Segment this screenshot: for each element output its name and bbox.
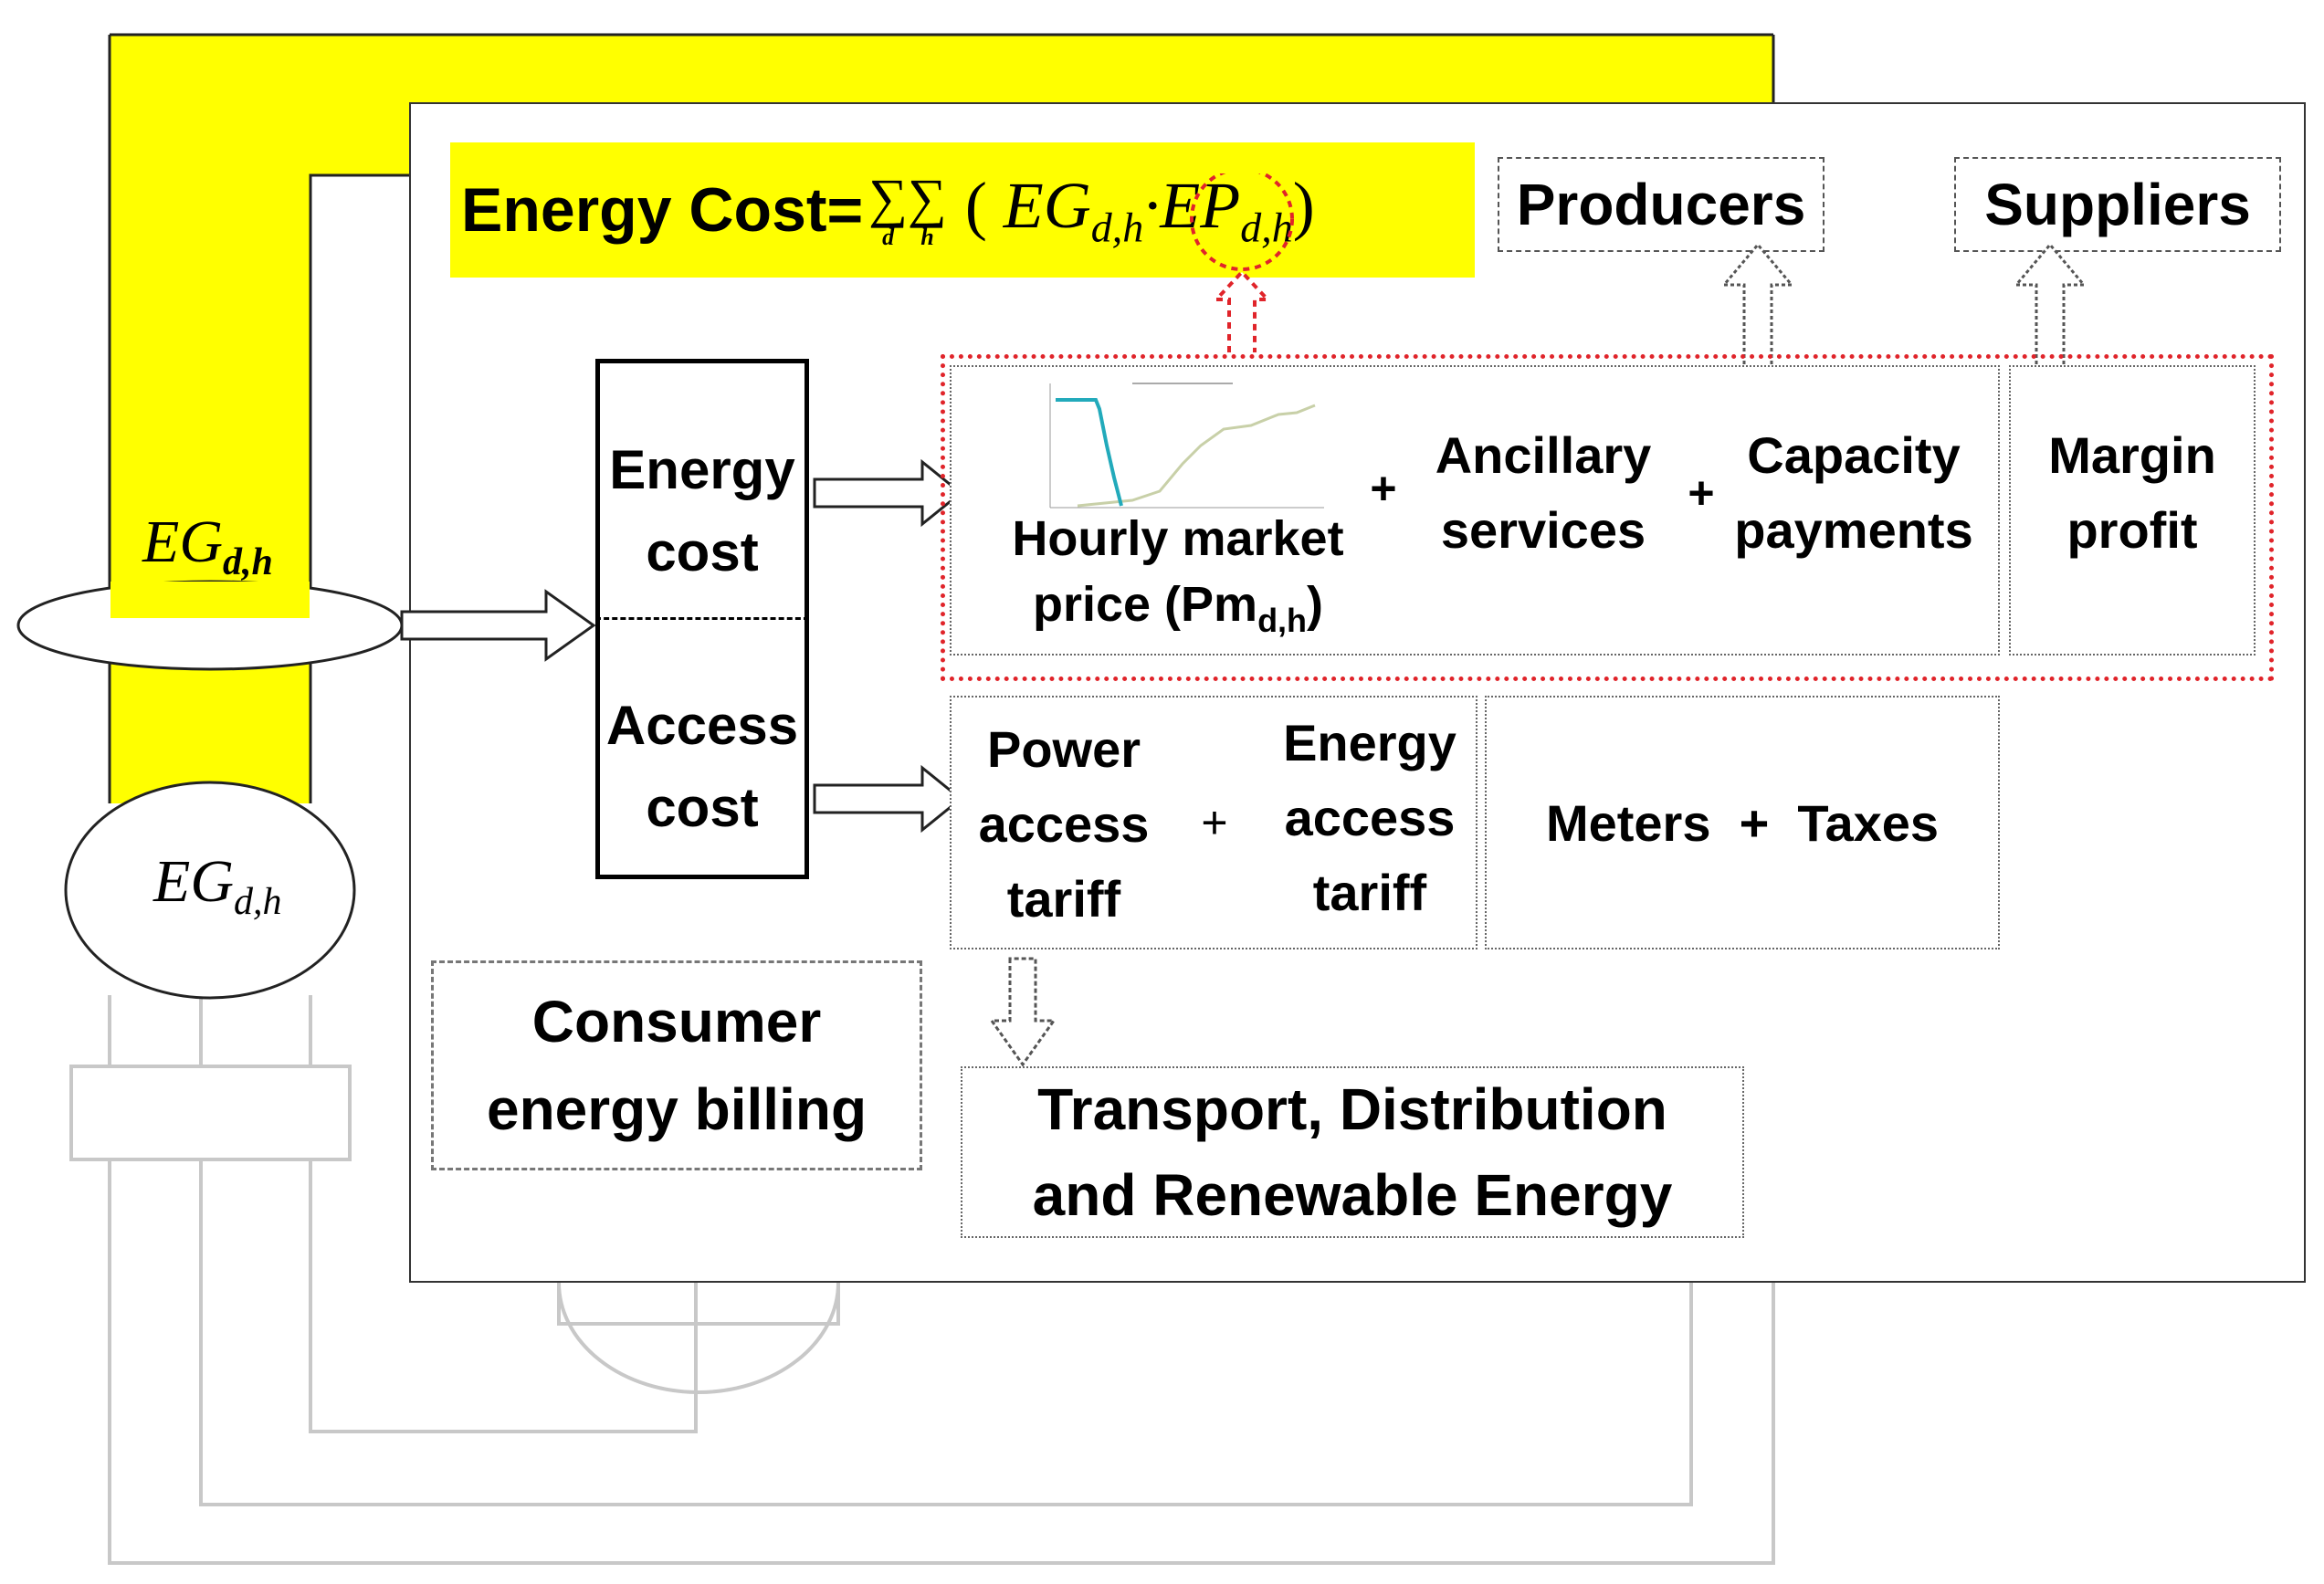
capacity-payments-label: Capacity payments — [1717, 415, 1991, 571]
access-cost-line1: Access — [605, 695, 799, 756]
ring-to-cost-arrow — [400, 589, 596, 662]
access-tariffs-box — [950, 696, 1477, 949]
access-cost-label: Access cost — [595, 685, 809, 849]
plus-2: + — [1688, 467, 1715, 519]
energy-access-tariff-label: Energy access tariff — [1260, 701, 1479, 934]
margin-line2: profit — [2066, 501, 2198, 559]
producers-box: Producers — [1498, 157, 1824, 252]
eg-band-label-sub: d,h — [222, 541, 273, 584]
eg-circle — [64, 781, 356, 1000]
thumb-supply-curve — [1077, 404, 1316, 508]
eg-band-outline-inner — [309, 173, 409, 803]
sum-d-symbol: ∑ — [868, 168, 909, 228]
ep-highlight-arrow — [1212, 269, 1272, 352]
formula-label: Energy Cost= — [461, 175, 864, 245]
margin-line1: Margin — [2048, 426, 2216, 484]
market-price-thumbnail — [1049, 383, 1324, 509]
hourly-line2-sub: d,h — [1257, 601, 1308, 639]
power-access-tariff-label: Power access tariff — [954, 708, 1173, 940]
hourly-market-price-label: Hourly market price (Pmd,h) — [968, 511, 1388, 648]
sum-h-symbol: ∑ — [908, 168, 947, 228]
transport-line1: Transport, Distribution — [1037, 1076, 1667, 1142]
energy-access-line2: access — [1284, 788, 1456, 846]
eg-yellow-band — [110, 35, 1773, 803]
billing-line1: Consumer — [531, 989, 822, 1054]
ancillary-line1: Ancillary — [1435, 426, 1652, 484]
sum-d-index: d — [882, 224, 895, 250]
ep-highlight — [1190, 173, 1294, 352]
formula-open-paren: ( — [964, 169, 987, 243]
formula-expression: ( EGd,h·EPd,h) — [965, 168, 1315, 251]
hourly-line2: price (Pmd,h) — [1033, 572, 1323, 654]
access-plus: + — [1201, 797, 1228, 848]
cost-divider — [595, 617, 809, 620]
ep-highlight-circle — [1190, 173, 1294, 271]
capacity-line1: Capacity — [1747, 426, 1961, 484]
hourly-line2-suffix: ) — [1307, 577, 1324, 633]
ancillary-services-label: Ancillary services — [1406, 415, 1680, 571]
ancillary-line2: services — [1440, 501, 1646, 559]
eg-circle-label: EGd,h — [153, 847, 281, 924]
access-cost-line2: cost — [646, 777, 759, 838]
hourly-line1: Hourly market — [1012, 511, 1344, 567]
suppliers-up-arrow — [2013, 242, 2087, 383]
margin-profit-label: Margin profit — [2009, 415, 2256, 571]
access-cost-arrow — [813, 764, 963, 834]
energy-cost-formula: Energy Cost= ∑ d ∑ h ( EGd,h·EPd,h) — [450, 142, 1475, 278]
sum-h: ∑ h — [908, 171, 947, 249]
eg-circle-label-main: EG — [153, 848, 234, 915]
formula-ep: EP — [1160, 169, 1241, 243]
meters-taxes-box — [1485, 696, 2000, 949]
eg-circle-label-sub: d,h — [233, 881, 282, 924]
capacity-line2: payments — [1734, 501, 1973, 559]
eg-band-through-ring — [110, 582, 310, 618]
eg-band-label: EGd,h — [142, 508, 273, 584]
transport-line2: and Renewable Energy — [1032, 1162, 1673, 1228]
energy-access-line3: tariff — [1312, 863, 1427, 921]
margin-box — [2009, 365, 2256, 656]
producers-up-arrow — [1720, 242, 1795, 383]
producers-label: Producers — [1516, 172, 1806, 237]
sum-d: ∑ d — [868, 171, 908, 249]
energy-cost-line1: Energy — [609, 439, 795, 500]
hourly-line2-prefix: price (Pm — [1032, 577, 1258, 633]
formula-close-paren: ) — [1292, 169, 1315, 243]
suppliers-label: Suppliers — [1984, 172, 2251, 237]
consumer-energy-billing-box: Consumer energy billing — [431, 960, 922, 1170]
energy-components-frame — [941, 354, 2274, 681]
transport-down-arrow — [989, 957, 1057, 1067]
thumb-demand-curve — [1056, 398, 1123, 507]
plus-1: + — [1370, 463, 1397, 514]
energy-access-line1: Energy — [1283, 713, 1456, 771]
grey-pipes — [69, 995, 1775, 1565]
transport-distribution-box: Transport, Distribution and Renewable En… — [961, 1066, 1744, 1238]
suppliers-box: Suppliers — [1954, 157, 2281, 252]
sum-h-index: h — [920, 224, 934, 250]
formula-dot: · — [1143, 169, 1161, 243]
formula-eg-sub: d,h — [1090, 204, 1144, 251]
energy-cost-label: Energy cost — [595, 429, 809, 593]
eg-band-label-main: EG — [142, 509, 223, 575]
meters-taxes-label: Meters + Taxes — [1545, 793, 1940, 852]
power-line2: access — [978, 794, 1150, 853]
energy-components-box — [950, 365, 2000, 656]
power-line3: tariff — [1006, 869, 1121, 928]
formula-eg: EG — [1003, 169, 1091, 243]
billing-line2: energy billing — [486, 1076, 868, 1142]
power-line1: Power — [986, 719, 1141, 778]
energy-cost-line2: cost — [646, 521, 759, 582]
